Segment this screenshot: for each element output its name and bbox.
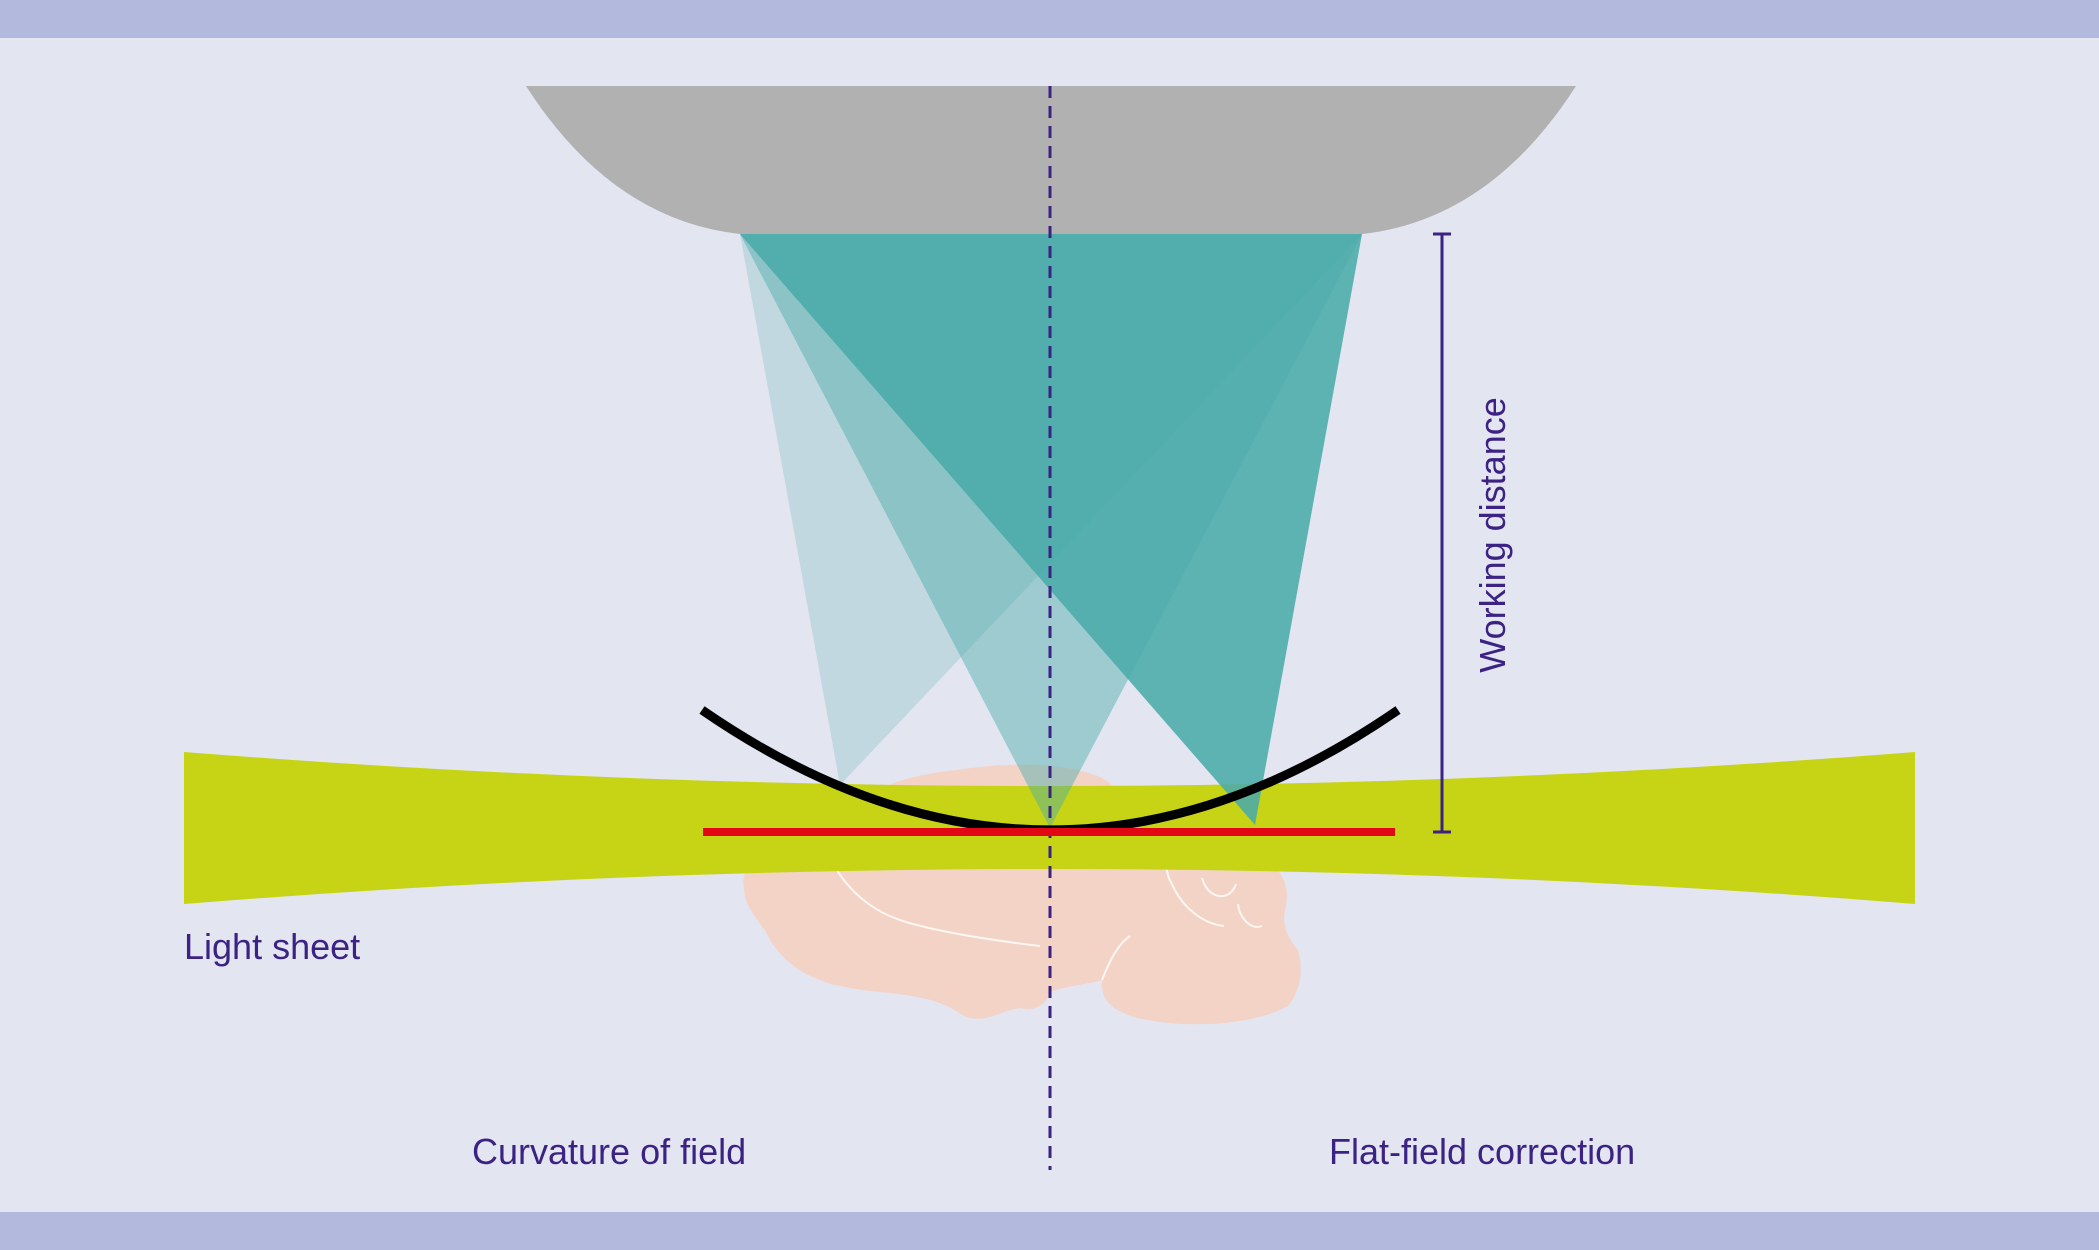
working-distance-label: Working distance	[1472, 397, 1513, 673]
working-distance-bracket	[1433, 232, 1451, 834]
curvature-of-field-label: Curvature of field	[472, 1131, 747, 1172]
light-sheet-label: Light sheet	[184, 926, 361, 967]
flat-field-correction-label: Flat-field correction	[1329, 1131, 1636, 1172]
top-band	[0, 0, 2099, 38]
objective-lens-icon	[526, 86, 1576, 234]
bottom-band	[0, 1212, 2099, 1250]
